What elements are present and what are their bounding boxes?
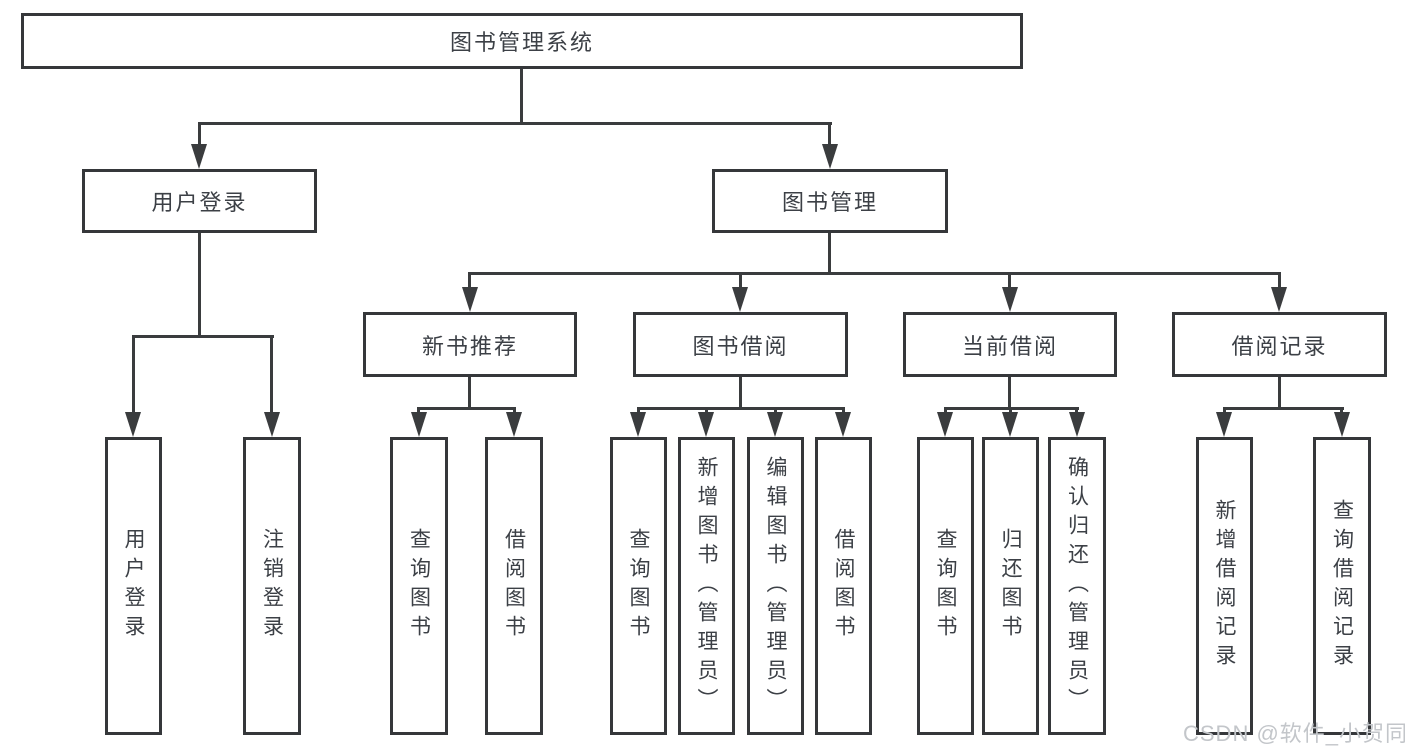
connector-vline [513, 407, 516, 415]
node-book-mgmt-label: 图书管理 [781, 190, 878, 215]
connector-hline [417, 407, 516, 410]
connector-hline [1223, 407, 1344, 410]
connector-vline [828, 122, 831, 147]
connector-vline [132, 335, 135, 415]
connector-vline [1009, 407, 1012, 415]
arrow-down-icon [698, 412, 714, 437]
arrow-down-icon [264, 412, 280, 437]
node-leaf-logout: 注销登录 [243, 437, 301, 735]
connector-vline [520, 69, 523, 124]
connector-vline [774, 407, 777, 415]
connector-vline [1340, 407, 1343, 415]
arrow-down-icon [506, 412, 522, 437]
node-leaf-cb-query-books-label: 查询图书 [934, 528, 957, 644]
connector-vline [1075, 407, 1078, 415]
node-leaf-bb-query-books: 查询图书 [610, 437, 667, 735]
node-new-book-rec: 新书推荐 [363, 312, 577, 377]
node-leaf-rec-query-books: 查询图书 [390, 437, 448, 735]
arrow-down-icon [1069, 412, 1085, 437]
node-leaf-bb-query-books-label: 查询图书 [627, 528, 650, 644]
arrow-down-icon [1216, 412, 1232, 437]
node-leaf-br-add-record-label: 新增借阅记录 [1213, 499, 1236, 673]
csdn-watermark: CSDN @软件_小贺同学 [1183, 721, 1405, 746]
node-borrow-records-label: 借阅记录 [1231, 333, 1328, 359]
node-leaf-bb-edit-books: 编辑图书（管理员） [747, 437, 804, 735]
connector-hline [468, 272, 1281, 275]
connector-vline [842, 407, 845, 415]
arrow-down-icon [462, 287, 478, 312]
connector-vline [1008, 377, 1011, 410]
arrow-down-icon [1271, 287, 1287, 312]
arrow-down-icon [937, 412, 953, 437]
node-borrow-records: 借阅记录 [1172, 312, 1387, 377]
arrow-down-icon [767, 412, 783, 437]
connector-vline [198, 233, 201, 337]
arrow-down-icon [1002, 412, 1018, 437]
node-leaf-cb-confirm-return-label: 确认归还（管理员） [1065, 455, 1089, 717]
node-leaf-cb-return-books: 归还图书 [982, 437, 1039, 735]
arrow-down-icon [1334, 412, 1350, 437]
node-leaf-user-login: 用户登录 [105, 437, 162, 735]
node-user-login: 用户登录 [82, 169, 317, 233]
connector-vline [637, 407, 640, 415]
node-current-borrow-label: 当前借阅 [961, 333, 1058, 359]
arrow-down-icon [125, 412, 141, 437]
node-leaf-cb-query-books: 查询图书 [917, 437, 974, 735]
node-leaf-bb-edit-books-label: 编辑图书（管理员） [764, 455, 787, 717]
arrow-down-icon [822, 144, 838, 169]
arrow-down-icon [411, 412, 427, 437]
connector-vline [468, 272, 471, 290]
connector-vline [1223, 407, 1226, 415]
connector-vline [739, 272, 742, 290]
connector-vline [944, 407, 947, 415]
connector-hline [637, 407, 845, 410]
connector-vline [1008, 272, 1011, 290]
node-leaf-rec-borrow-books: 借阅图书 [485, 437, 543, 735]
connector-vline [705, 407, 708, 415]
connector-hline [132, 335, 274, 338]
node-root: 图书管理系统 [21, 13, 1023, 69]
node-leaf-logout-label: 注销登录 [260, 528, 284, 644]
node-current-borrow: 当前借阅 [903, 312, 1117, 377]
connector-vline [417, 407, 420, 415]
connector-vline [198, 122, 201, 147]
node-leaf-bb-add-books-label: 新增图书（管理员） [695, 455, 718, 717]
connector-vline [270, 335, 273, 415]
node-leaf-bb-borrow-books: 借阅图书 [815, 437, 872, 735]
arrow-down-icon [191, 144, 207, 169]
connector-vline [1278, 272, 1281, 290]
node-leaf-rec-borrow-books-label: 借阅图书 [502, 528, 526, 644]
node-leaf-bb-add-books: 新增图书（管理员） [678, 437, 735, 735]
connector-vline [739, 377, 742, 410]
node-leaf-cb-return-books-label: 归还图书 [999, 528, 1022, 644]
connector-vline [1278, 377, 1281, 410]
node-leaf-cb-confirm-return: 确认归还（管理员） [1048, 437, 1106, 735]
arrow-down-icon [1002, 287, 1018, 312]
connector-hline [198, 122, 832, 125]
arrow-down-icon [835, 412, 851, 437]
node-leaf-bb-borrow-books-label: 借阅图书 [832, 528, 855, 644]
node-book-borrow-label: 图书借阅 [692, 333, 789, 359]
node-user-login-label: 用户登录 [151, 190, 248, 215]
node-leaf-rec-query-books-label: 查询图书 [407, 528, 431, 644]
node-leaf-br-query-record: 查询借阅记录 [1313, 437, 1371, 735]
node-new-book-rec-label: 新书推荐 [421, 333, 518, 359]
connector-vline [468, 377, 471, 410]
node-leaf-br-query-record-label: 查询借阅记录 [1330, 499, 1354, 673]
node-book-borrow: 图书借阅 [633, 312, 848, 377]
arrow-down-icon [732, 287, 748, 312]
node-leaf-user-login-label: 用户登录 [122, 528, 145, 644]
node-leaf-br-add-record: 新增借阅记录 [1196, 437, 1253, 735]
node-book-mgmt: 图书管理 [712, 169, 948, 233]
arrow-down-icon [630, 412, 646, 437]
connector-vline [828, 233, 831, 275]
node-root-label: 图书管理系统 [449, 30, 594, 55]
